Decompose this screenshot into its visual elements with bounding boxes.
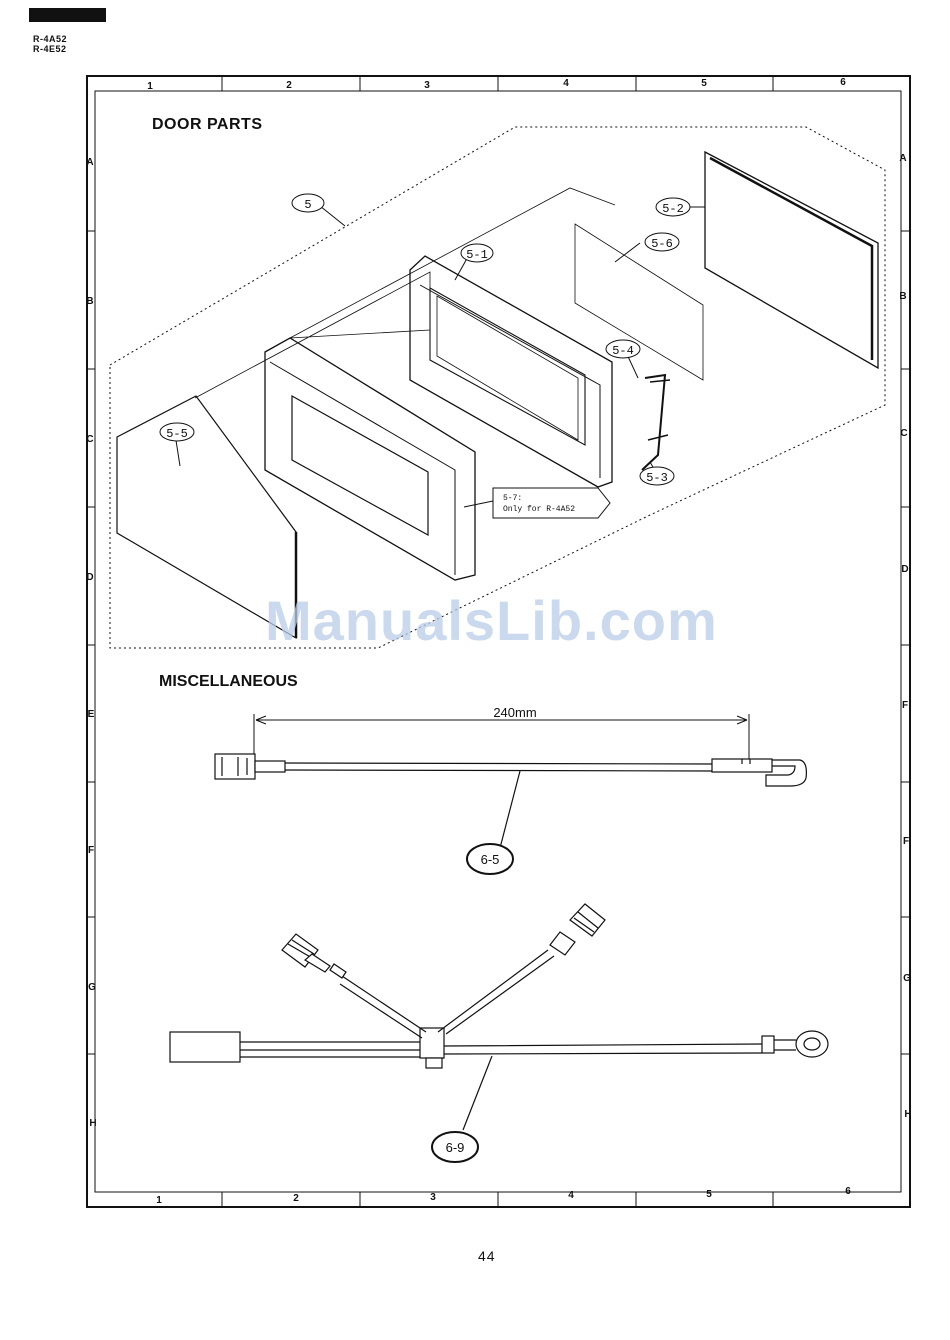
grid-col-label: 5 [706,1189,712,1200]
grid-col-label: 6 [845,1186,851,1197]
grid-row-label: A [899,153,906,164]
grid-row-label: C [86,434,93,445]
latch-head [642,375,665,470]
grid-row-label: C [900,428,907,439]
watermark: ManualsLib.com [265,588,718,653]
grid-col-label: 3 [430,1192,436,1203]
grid-row-label: F [88,845,94,856]
grid-col-label: 4 [568,1190,574,1201]
wire-harness-6-9 [170,904,828,1068]
callout-label: 5-3 [646,471,668,485]
grid-col-label: 2 [293,1193,299,1204]
door-panel [410,256,612,487]
assembly-boundary [110,127,885,648]
grid-row-label: D [86,572,93,583]
grid-col-label: 5 [701,78,707,89]
note-text: Only for R-4A52 [503,505,575,514]
grid-row-label: G [88,982,96,993]
door-window [292,396,428,535]
grid-col-label: 2 [286,80,292,91]
leader-line [463,1056,492,1130]
grid-row-label: H [904,1109,911,1120]
callout-label: 6-9 [446,1140,465,1155]
leader-line [320,206,345,226]
grid-row-label: F [902,700,908,711]
section-title-miscellaneous: MISCELLANEOUS [159,673,298,690]
callout-label: 5-5 [166,427,188,441]
grid-row-label: A [86,157,93,168]
callout-label: 5-6 [651,237,673,251]
grid-row-label: D [901,564,908,575]
dimension-label: 240mm [493,705,536,720]
grid-col-label: 4 [563,78,569,89]
callout-label: 5-2 [662,202,684,216]
grid-row-label: B [86,296,93,307]
grid-col-label: 3 [424,80,430,91]
section-title-door-parts: DOOR PARTS [152,116,262,133]
grid-col-label: 6 [840,77,846,88]
grid-row-label: H [89,1118,96,1129]
leader-line [500,771,520,848]
door-screen [705,152,878,368]
callout-label: 5 [304,198,311,212]
lead-wire-6-5 [215,754,806,786]
callout-label: 5-1 [466,248,488,262]
grid-row-label: F [903,836,909,847]
callout-label: 5-4 [612,344,634,358]
grid-row-label: B [899,291,906,302]
page-number: 44 [478,1248,496,1264]
grid-col-label: 1 [156,1195,162,1206]
sealer-film [575,224,703,380]
callout-label: 6-5 [481,852,500,867]
grid-col-label: 1 [147,81,153,92]
grid-row-label: G [903,973,911,984]
note-text: 5-7: [503,494,522,503]
grid-row-label: E [88,709,95,720]
